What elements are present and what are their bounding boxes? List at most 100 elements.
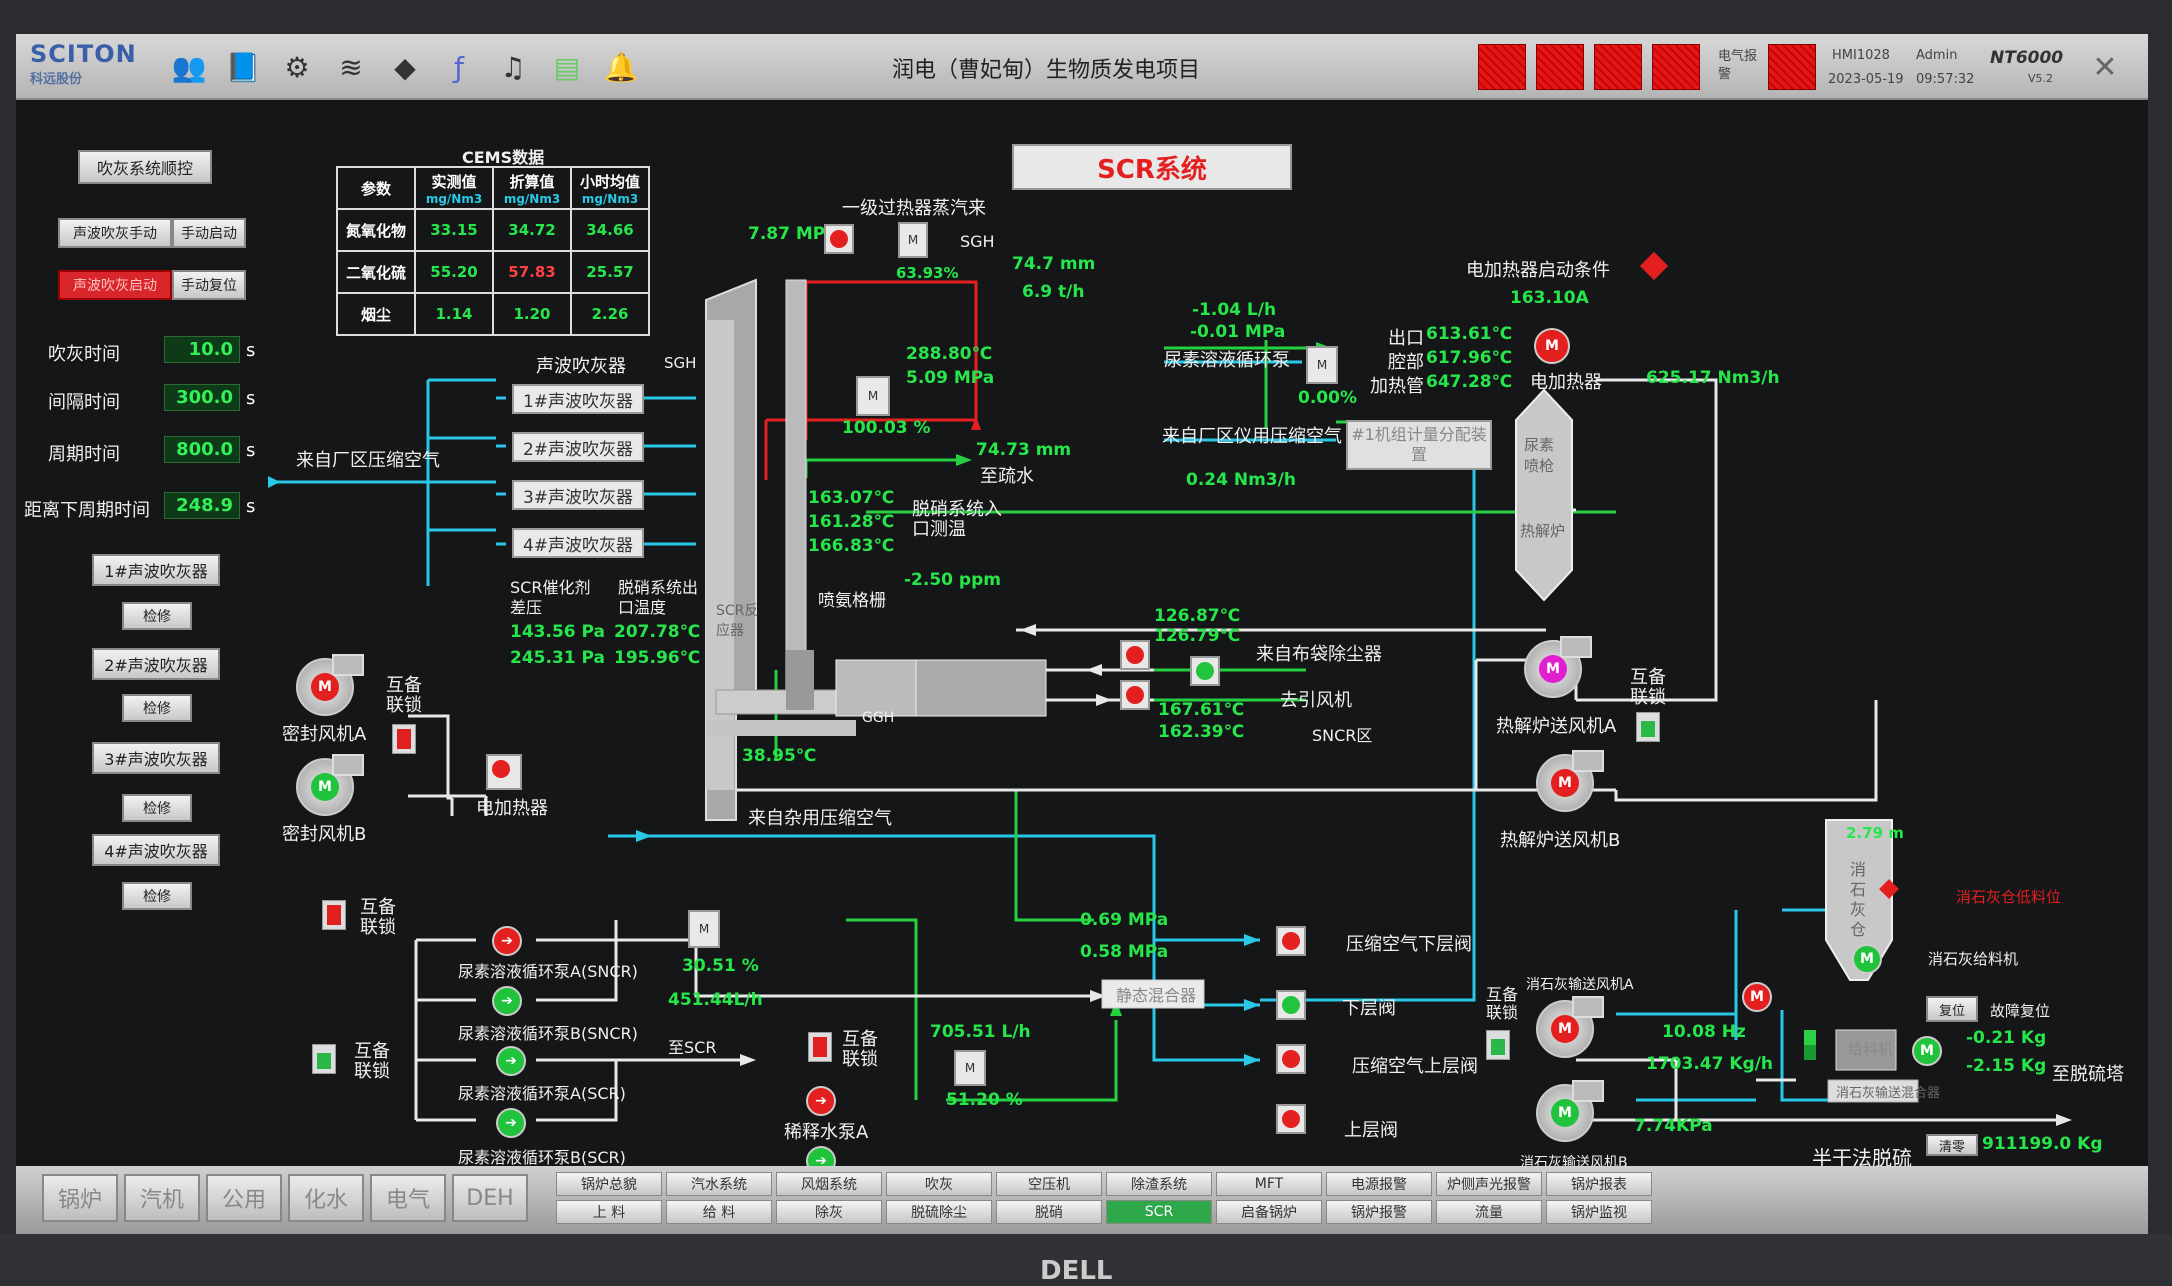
nav-button[interactable]: 空压机 <box>996 1172 1102 1196</box>
air-upper-valve[interactable] <box>1276 1044 1306 1074</box>
cast-icon[interactable]: ▤ <box>553 50 581 84</box>
interlock-switch[interactable] <box>1486 1030 1510 1060</box>
blower-motor-icon[interactable]: M <box>1742 982 1772 1012</box>
sonic-unit-button[interactable]: 2#声波吹灰器 <box>92 648 220 680</box>
nav-button[interactable]: 启备锅炉 <box>1216 1200 1322 1224</box>
lime-fan-a[interactable]: M <box>1536 996 1604 1058</box>
tab-turbine[interactable]: 汽机 <box>124 1174 200 1222</box>
alarm-indicator-4[interactable] <box>1652 44 1700 90</box>
upper-valve[interactable] <box>1276 1104 1306 1134</box>
pump-icon[interactable]: ➔ <box>806 1086 836 1116</box>
nav-button-active[interactable]: SCR <box>1106 1200 1212 1224</box>
interlock-switch[interactable] <box>808 1032 832 1062</box>
book-icon[interactable]: 📘 <box>225 50 261 84</box>
pyrolysis-fan-a[interactable]: M <box>1524 636 1592 698</box>
sonic-unit-button[interactable]: 4#声波吹灰器 <box>92 834 220 866</box>
sonic-unit-button[interactable]: 3#声波吹灰器 <box>92 742 220 774</box>
lime-fan-b[interactable]: M <box>1536 1080 1604 1142</box>
sonic-auto-start-button[interactable]: 声波吹灰启动 <box>58 270 172 300</box>
nav-button[interactable]: 脱硫除尘 <box>886 1200 992 1224</box>
close-icon[interactable]: ✕ <box>2092 49 2118 85</box>
nav-button[interactable]: 电源报警 <box>1326 1172 1432 1196</box>
nav-button[interactable]: 锅炉监视 <box>1546 1200 1652 1224</box>
pyrolysis-fan-b[interactable]: M <box>1536 750 1604 812</box>
pump-icon[interactable]: ➔ <box>492 986 522 1016</box>
maintenance-button[interactable]: 检修 <box>122 882 192 910</box>
seal-fan-a[interactable]: M <box>296 654 364 716</box>
heater-motor-icon[interactable]: M <box>1534 328 1570 364</box>
alarm-indicator-2[interactable] <box>1536 44 1584 90</box>
reset-button[interactable]: 复位 <box>1926 996 1978 1022</box>
nav-button[interactable]: 炉侧声光报警 <box>1436 1172 1542 1196</box>
interlock-switch[interactable] <box>312 1044 336 1074</box>
sonic-horn-3[interactable]: 3#声波吹灰器 <box>512 480 644 510</box>
layers-icon[interactable]: ≋ <box>339 50 363 84</box>
metering-unit[interactable]: #1机组计量分配装置 <box>1346 420 1492 470</box>
interlock-switch[interactable] <box>1636 712 1660 742</box>
soot-system-sequence-button[interactable]: 吹灰系统顺控 <box>78 150 212 184</box>
nav-button[interactable]: 脱硝 <box>996 1200 1102 1224</box>
manual-reset-button[interactable]: 手动复位 <box>172 270 246 300</box>
damper-valve[interactable] <box>1120 680 1150 710</box>
gear-icon[interactable]: ⚙ <box>284 50 310 84</box>
sonic-unit-button[interactable]: 1#声波吹灰器 <box>92 554 220 586</box>
alarm-indicator-5[interactable] <box>1768 44 1816 90</box>
pump-icon[interactable]: ➔ <box>496 1046 526 1076</box>
nav-button[interactable]: 除灰 <box>776 1200 882 1224</box>
sonic-horn-2[interactable]: 2#声波吹灰器 <box>512 432 644 462</box>
air-lower-valve[interactable] <box>1276 926 1306 956</box>
static-mixer[interactable]: 静态混合器 <box>1116 986 1197 1005</box>
pump-icon[interactable]: ➔ <box>496 1108 526 1138</box>
nav-button[interactable]: 给 料 <box>666 1200 772 1224</box>
alarm-indicator-3[interactable] <box>1594 44 1642 90</box>
nav-button[interactable]: 锅炉报表 <box>1546 1172 1652 1196</box>
nav-button[interactable]: 流量 <box>1436 1200 1542 1224</box>
nav-button[interactable]: 上 料 <box>556 1200 662 1224</box>
feeder-motor-icon[interactable]: M <box>1852 944 1882 974</box>
manual-start-button[interactable]: 手动启动 <box>172 218 246 248</box>
interlock-switch[interactable] <box>392 724 416 754</box>
elec-alarm-label[interactable]: 电气报警 <box>1718 49 1758 82</box>
steam-valve[interactable] <box>824 224 854 254</box>
nav-button[interactable]: 除渣系统 <box>1106 1172 1212 1196</box>
tab-deh[interactable]: DEH <box>452 1174 528 1222</box>
lower-valve[interactable] <box>1276 990 1306 1020</box>
doc-icon[interactable]: ♫ <box>500 50 526 84</box>
tag-icon[interactable]: ◆ <box>394 50 416 84</box>
tab-electrical[interactable]: 电气 <box>370 1174 446 1222</box>
motor-valve-icon[interactable]: M <box>954 1050 986 1086</box>
motor-valve-icon[interactable]: M <box>898 222 928 258</box>
alarm-indicator-1[interactable] <box>1478 44 1526 90</box>
maintenance-button[interactable]: 检修 <box>122 602 192 630</box>
tab-boiler[interactable]: 锅炉 <box>42 1174 118 1222</box>
clear-button[interactable]: 清零 <box>1926 1134 1978 1156</box>
sonic-horn-4[interactable]: 4#声波吹灰器 <box>512 528 644 558</box>
fx-icon[interactable]: ƒ <box>454 50 464 84</box>
pump-icon[interactable]: ➔ <box>492 926 522 956</box>
seal-fan-b[interactable]: M <box>296 754 364 816</box>
nav-button[interactable]: MFT <box>1216 1172 1322 1196</box>
conveyor-mixer[interactable]: 消石灰输送混合器 <box>1836 1086 1941 1101</box>
damper-valve[interactable] <box>1190 656 1220 686</box>
feeder-motor-icon[interactable]: M <box>1912 1036 1942 1066</box>
users-icon[interactable]: 👥 <box>171 50 207 84</box>
motor-valve-icon[interactable]: M <box>856 376 890 416</box>
nav-button[interactable]: 锅炉报警 <box>1326 1200 1432 1224</box>
motor-valve-icon[interactable]: M <box>688 910 720 948</box>
sonic-horn-1[interactable]: 1#声波吹灰器 <box>512 384 644 414</box>
feeder-device[interactable]: 给料机 <box>1848 1040 1894 1058</box>
maintenance-button[interactable]: 检修 <box>122 694 192 722</box>
motor-valve-icon[interactable]: M <box>1306 346 1338 384</box>
interlock-switch[interactable] <box>322 900 346 930</box>
nav-button[interactable]: 吹灰 <box>886 1172 992 1196</box>
bell-icon[interactable]: 🔔 <box>603 50 639 84</box>
maintenance-button[interactable]: 检修 <box>122 794 192 822</box>
damper-valve[interactable] <box>1120 640 1150 670</box>
nav-button[interactable]: 汽水系统 <box>666 1172 772 1196</box>
tab-chemical[interactable]: 化水 <box>288 1174 364 1222</box>
sonic-manual-button[interactable]: 声波吹灰手动 <box>58 218 172 248</box>
seal-heater-icon[interactable] <box>486 754 522 790</box>
nav-button[interactable]: 风烟系统 <box>776 1172 882 1196</box>
tab-common[interactable]: 公用 <box>206 1174 282 1222</box>
nav-button[interactable]: 锅炉总貌 <box>556 1172 662 1196</box>
